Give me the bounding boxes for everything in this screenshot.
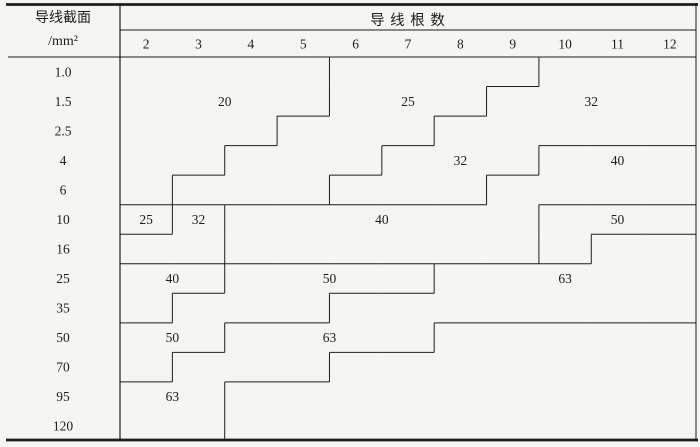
row-label-cell: 35: [56, 301, 70, 316]
row-label-cell: 25: [56, 271, 70, 286]
region-value-label: 32: [192, 212, 206, 227]
corner-header-line2: /mm²: [48, 34, 78, 49]
region-value-label: 63: [558, 271, 572, 286]
region-value-label: 50: [611, 212, 625, 227]
column-header-cell: 12: [663, 37, 677, 52]
region-value-label: 40: [166, 271, 180, 286]
row-label-cell: 95: [56, 389, 70, 404]
column-header-cell: 7: [405, 37, 412, 52]
column-header-cell: 5: [300, 37, 307, 52]
column-header-cell: 9: [509, 37, 516, 52]
row-label-cell: 10: [56, 212, 70, 227]
corner-header-line1: 导线截面: [35, 11, 91, 26]
region-value-label: 25: [401, 94, 415, 109]
row-label-cell: 4: [60, 153, 67, 168]
column-header-cell: 4: [248, 37, 255, 52]
region-value-label: 40: [375, 212, 389, 227]
row-label-cell: 16: [56, 242, 70, 257]
region-value-label: 63: [323, 330, 337, 345]
row-label-cell: 70: [56, 360, 70, 375]
region-value-label: 40: [611, 153, 625, 168]
row-label-cell: 1.0: [55, 64, 72, 79]
corner-header: 导线截面 /mm²: [8, 7, 118, 53]
row-label-cell: 1.5: [55, 94, 72, 109]
region-value-label: 63: [166, 389, 180, 404]
row-label-cell: 2.5: [55, 123, 72, 138]
top-header-title: 导 线 根 数: [370, 13, 446, 29]
region-value-label: 25: [139, 212, 153, 227]
column-header-cell: 11: [611, 37, 624, 52]
region-value-label: 50: [323, 271, 337, 286]
row-label-cell: 120: [53, 419, 74, 434]
region-value-label: 32: [585, 94, 599, 109]
region-value-label: 20: [218, 94, 232, 109]
row-label-cell: 6: [60, 182, 67, 197]
column-header-cell: 8: [457, 37, 464, 52]
row-label-cell: 50: [56, 330, 70, 345]
column-header-cell: 2: [143, 37, 150, 52]
column-header-cell: 10: [558, 37, 572, 52]
region-value-label: 50: [166, 330, 180, 345]
region-value-label: 32: [454, 153, 468, 168]
column-header-cell: 3: [195, 37, 202, 52]
column-header-cell: 6: [352, 37, 359, 52]
